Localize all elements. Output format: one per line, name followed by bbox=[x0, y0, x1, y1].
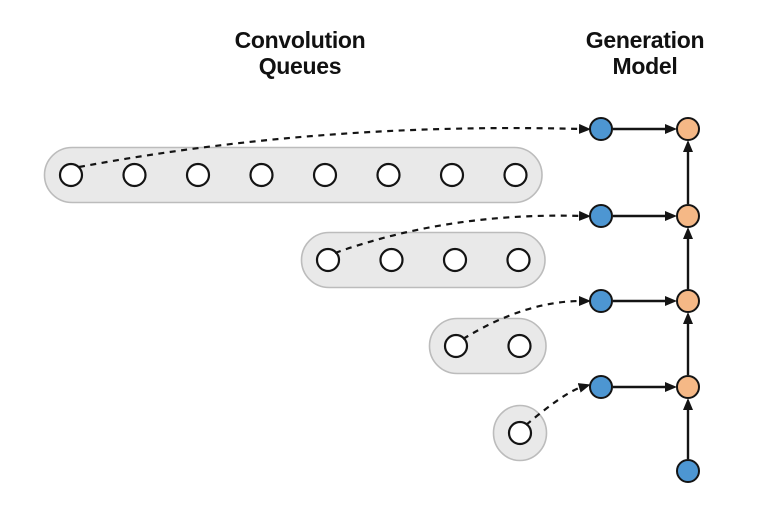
generation-model-title: Generation Model bbox=[535, 27, 755, 79]
queue-cell bbox=[439, 162, 465, 188]
hidden-state-node bbox=[589, 375, 613, 399]
hidden-state-node bbox=[589, 289, 613, 313]
queue-cell bbox=[507, 333, 532, 359]
convolution-queues-title-line2: Queues bbox=[258, 53, 342, 79]
output-node bbox=[676, 204, 700, 228]
hidden-state-node bbox=[589, 204, 613, 228]
output-node bbox=[676, 117, 700, 141]
queue-pill-3 bbox=[428, 317, 547, 375]
queue-cell bbox=[443, 333, 469, 359]
queue-cell bbox=[122, 162, 147, 188]
convolution-queues-title-line1: Convolution bbox=[234, 27, 366, 53]
generation-model-title-line1: Generation bbox=[585, 27, 705, 53]
queue-pill-1 bbox=[43, 146, 543, 204]
queue-cell bbox=[249, 162, 274, 188]
queue-cell bbox=[379, 247, 404, 273]
queue-cell bbox=[506, 247, 531, 273]
queue-cell bbox=[185, 162, 211, 188]
queue-cell bbox=[312, 162, 338, 188]
hidden-state-node bbox=[589, 117, 613, 141]
queue-cell bbox=[507, 420, 533, 446]
generation-model-title-line2: Model bbox=[612, 53, 678, 79]
queue-cell bbox=[503, 162, 528, 188]
seed-node bbox=[676, 459, 700, 483]
queue-cell bbox=[442, 247, 468, 273]
queue-cell bbox=[315, 247, 341, 273]
queue-cell bbox=[58, 162, 84, 188]
output-node bbox=[676, 289, 700, 313]
queue-to-model-arrow bbox=[462, 296, 591, 340]
output-node bbox=[676, 375, 700, 399]
queue-pill-2 bbox=[300, 231, 546, 289]
queue-cell bbox=[376, 162, 401, 188]
convolution-queues-title: Convolution Queues bbox=[190, 27, 410, 79]
